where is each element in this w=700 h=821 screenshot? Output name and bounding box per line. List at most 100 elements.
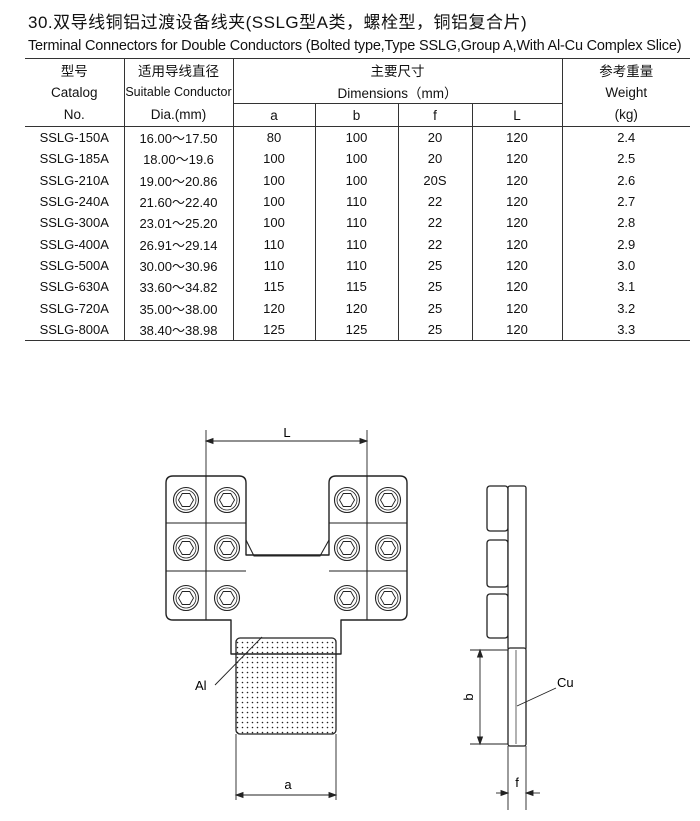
cell-L: 120 bbox=[471, 126, 562, 149]
cell-b: 110 bbox=[314, 212, 398, 234]
header-conductor-en: Suitable Conductor bbox=[123, 81, 233, 104]
cell-catalog: SSLG-400A bbox=[39, 236, 109, 252]
clamp-body bbox=[165, 475, 408, 655]
cell-f: 25 bbox=[397, 318, 472, 341]
cell-L: 120 bbox=[471, 254, 562, 277]
label-b: b bbox=[461, 693, 476, 700]
header-dim-b: b bbox=[314, 103, 398, 127]
cell-L: 120 bbox=[471, 233, 562, 255]
cell-a: 100 bbox=[232, 190, 315, 213]
cell-b: 110 bbox=[314, 190, 398, 213]
cell-weight: 3.3 bbox=[561, 318, 690, 341]
aluminium-tongue bbox=[235, 637, 337, 735]
cell-catalog: SSLG-240A bbox=[39, 194, 109, 210]
cell-dia: 30.00～30.96 bbox=[123, 254, 233, 277]
cell-catalog: SSLG-210A bbox=[39, 172, 109, 188]
cell-catalog: SSLG-630A bbox=[39, 279, 109, 295]
cell-dia: 35.00～38.00 bbox=[123, 297, 233, 319]
cell-b: 125 bbox=[314, 318, 398, 341]
cell-f: 25 bbox=[397, 254, 472, 277]
cell-b: 115 bbox=[314, 276, 398, 298]
cell-f: 22 bbox=[397, 190, 472, 213]
header-catalog-unit: No. bbox=[25, 103, 124, 127]
cu-leader bbox=[516, 687, 557, 707]
connector-drawing: L a Al b Cu f bbox=[165, 425, 574, 810]
cell-b: 100 bbox=[314, 126, 398, 149]
cell-catalog: SSLG-800A bbox=[25, 318, 124, 341]
dimension-b bbox=[470, 648, 508, 746]
cell-f: 20S bbox=[397, 169, 472, 191]
cell-weight: 3.2 bbox=[561, 297, 690, 319]
cell-dia: 19.00～20.86 bbox=[123, 169, 233, 191]
header-dim-f: f bbox=[397, 103, 472, 127]
cell-L: 120 bbox=[471, 297, 562, 319]
cell-dia: 16.00～17.50 bbox=[123, 126, 233, 149]
cell-b: 100 bbox=[314, 169, 398, 191]
cell-f: 25 bbox=[397, 276, 472, 298]
header-conductor-cn: 适用导线直径 bbox=[123, 58, 233, 81]
cell-b: 110 bbox=[314, 233, 398, 255]
cell-f: 20 bbox=[397, 126, 472, 149]
cell-weight: 2.7 bbox=[561, 190, 690, 213]
header-conductor-unit: Dia.(mm) bbox=[123, 103, 233, 127]
dimension-a bbox=[234, 734, 338, 800]
al-leader bbox=[214, 636, 263, 686]
spec-table: 型号 适用导线直径 主要尺寸 参考重量 Catalog Suitable Con… bbox=[25, 58, 690, 341]
cell-catalog: SSLG-185A bbox=[39, 151, 109, 167]
cell-L: 120 bbox=[471, 276, 562, 298]
cell-a: 125 bbox=[232, 318, 315, 341]
cell-weight: 3.1 bbox=[561, 276, 690, 298]
clamp-web-lines bbox=[166, 476, 407, 620]
cell-b: 120 bbox=[314, 297, 398, 319]
dimension-f bbox=[496, 746, 540, 810]
cell-L: 120 bbox=[471, 148, 562, 170]
cell-L: 120 bbox=[471, 169, 562, 191]
header-dimensions-cn: 主要尺寸 bbox=[232, 58, 562, 81]
cell-a: 110 bbox=[232, 233, 315, 255]
cell-a: 120 bbox=[232, 297, 315, 319]
cell-weight: 2.9 bbox=[561, 233, 690, 255]
header-weight-unit: (kg) bbox=[561, 103, 690, 127]
cell-dia: 23.01～25.20 bbox=[123, 212, 233, 234]
cell-weight: 2.6 bbox=[561, 169, 690, 191]
cell-catalog: SSLG-720A bbox=[39, 300, 109, 316]
header-weight-en: Weight bbox=[561, 81, 690, 104]
cell-b: 110 bbox=[314, 254, 398, 277]
header-catalog-cn: 型号 bbox=[25, 58, 124, 81]
cell-a: 100 bbox=[232, 148, 315, 170]
cell-dia: 38.40～38.98 bbox=[123, 318, 233, 341]
side-view bbox=[486, 485, 527, 747]
cell-a: 115 bbox=[232, 276, 315, 298]
cell-catalog: SSLG-300A bbox=[39, 215, 109, 231]
header-dimensions-en: Dimensions（mm） bbox=[232, 81, 562, 104]
cell-weight: 2.5 bbox=[561, 148, 690, 170]
cell-a: 80 bbox=[232, 126, 315, 149]
label-a: a bbox=[284, 777, 292, 792]
label-L: L bbox=[283, 425, 290, 440]
dimension-L bbox=[204, 430, 369, 476]
cell-L: 120 bbox=[471, 190, 562, 213]
header-dim-a: a bbox=[232, 103, 315, 127]
label-Cu: Cu bbox=[557, 675, 574, 690]
header-catalog-en: Catalog bbox=[50, 84, 98, 100]
cell-L: 120 bbox=[471, 318, 562, 341]
cell-b: 100 bbox=[314, 148, 398, 170]
cell-weight: 2.4 bbox=[561, 126, 690, 149]
cell-dia: 18.00～19.6 bbox=[123, 148, 233, 170]
cell-catalog: SSLG-150A bbox=[39, 130, 109, 146]
header-weight-cn: 参考重量 bbox=[561, 58, 690, 81]
cell-f: 20 bbox=[397, 148, 472, 170]
cell-dia: 21.60～22.40 bbox=[123, 190, 233, 213]
cell-f: 22 bbox=[397, 233, 472, 255]
cell-a: 100 bbox=[232, 212, 315, 234]
section-subtitle: Terminal Connectors for Double Conductor… bbox=[28, 38, 682, 54]
